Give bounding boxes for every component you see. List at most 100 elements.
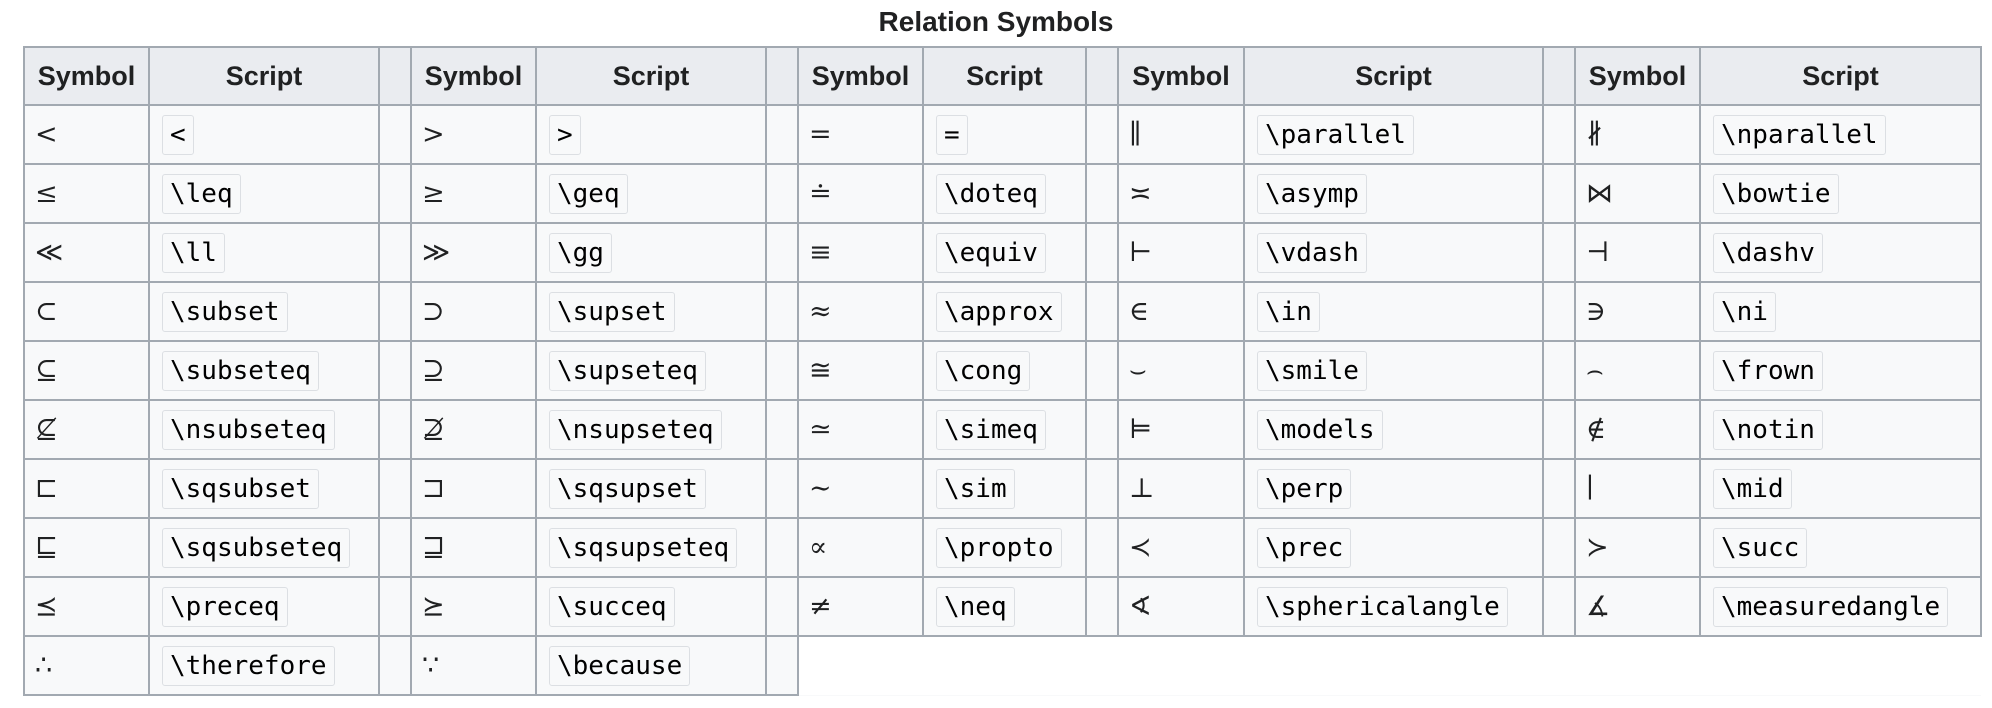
table-row: ≪\ll≫\gg≡\equiv⊢\vdash⊣\dashv	[23, 222, 1982, 283]
script-code: \approx	[936, 291, 1062, 332]
script-code: \nsubseteq	[162, 409, 335, 450]
script-cell: \prec	[1243, 517, 1544, 578]
script-code: \sqsubset	[162, 468, 319, 509]
script-cell: >	[535, 104, 767, 165]
script-cell: \ni	[1699, 281, 1982, 342]
column-separator	[765, 163, 799, 224]
script-cell: \supseteq	[535, 340, 767, 401]
column-separator	[1085, 163, 1119, 224]
column-separator	[1542, 104, 1576, 165]
symbol-cell: ⊆	[23, 340, 150, 401]
script-header: Script	[1699, 46, 1982, 106]
symbol-cell: ∣	[1574, 458, 1701, 519]
column-separator	[765, 399, 799, 460]
column-separator	[765, 46, 799, 106]
script-code: \leq	[162, 173, 241, 214]
script-cell: \geq	[535, 163, 767, 224]
column-separator	[1085, 399, 1119, 460]
script-code: >	[549, 114, 581, 155]
script-cell: \subseteq	[148, 340, 380, 401]
symbol-cell: ∴	[23, 635, 150, 696]
script-cell: <	[148, 104, 380, 165]
script-code: \nsupseteq	[549, 409, 722, 450]
script-cell: \notin	[1699, 399, 1982, 460]
script-code: \neq	[936, 586, 1015, 627]
script-code: \therefore	[162, 645, 335, 686]
table-row: ⊈\nsubseteq⊉\nsupseteq≃\simeq⊨\models∉\n…	[23, 399, 1982, 460]
script-code: \smile	[1257, 350, 1367, 391]
script-cell: \cong	[922, 340, 1087, 401]
symbol-header: Symbol	[410, 46, 537, 106]
script-code: \ni	[1713, 291, 1776, 332]
script-cell: \nsupseteq	[535, 399, 767, 460]
script-code: \propto	[936, 527, 1062, 568]
script-cell: \supset	[535, 281, 767, 342]
column-separator	[765, 222, 799, 283]
symbol-cell: ∝	[797, 517, 924, 578]
script-header: Script	[535, 46, 767, 106]
symbol-cell: ⊨	[1117, 399, 1245, 460]
script-code: \supset	[549, 291, 675, 332]
column-separator	[1542, 399, 1576, 460]
table-row: ⊆\subseteq⊇\supseteq≅\cong⌣\smile⌢\frown	[23, 340, 1982, 401]
script-cell: \models	[1243, 399, 1544, 460]
script-code: \parallel	[1257, 114, 1414, 155]
column-separator	[378, 399, 412, 460]
symbol-cell: ≺	[1117, 517, 1245, 578]
table-row: ⊂\subset⊃\supset≈\approx∈\in∋\ni	[23, 281, 1982, 342]
script-cell: =	[922, 104, 1087, 165]
column-separator	[378, 222, 412, 283]
script-cell: \ll	[148, 222, 380, 283]
column-separator	[765, 635, 799, 696]
script-code: \bowtie	[1713, 173, 1839, 214]
column-separator	[378, 340, 412, 401]
script-code: \mid	[1713, 468, 1792, 509]
script-code: \sqsupset	[549, 468, 706, 509]
column-separator	[378, 46, 412, 106]
script-code: \nparallel	[1713, 114, 1886, 155]
script-code: \dashv	[1713, 232, 1823, 273]
symbol-cell: ∡	[1574, 576, 1701, 637]
column-separator	[1085, 340, 1119, 401]
script-code: \sphericalangle	[1257, 586, 1508, 627]
script-code: \sqsupseteq	[549, 527, 738, 568]
script-code: \sim	[936, 468, 1015, 509]
script-cell: \measuredangle	[1699, 576, 1982, 637]
symbol-header: Symbol	[1574, 46, 1701, 106]
symbol-cell: ≫	[410, 222, 537, 283]
script-code: \supseteq	[549, 350, 706, 391]
symbol-cell: =	[797, 104, 924, 165]
script-code: \perp	[1257, 468, 1352, 509]
script-cell: \succeq	[535, 576, 767, 637]
column-separator	[1085, 517, 1119, 578]
column-separator	[1542, 46, 1576, 106]
symbol-cell: <	[23, 104, 150, 165]
symbol-cell: ⪰	[410, 576, 537, 637]
script-code: \vdash	[1257, 232, 1367, 273]
symbol-cell: ∉	[1574, 399, 1701, 460]
symbol-cell: ⊒	[410, 517, 537, 578]
script-cell: \because	[535, 635, 767, 696]
symbol-cell: ⊑	[23, 517, 150, 578]
table-row: <<>>==∥\parallel∦\nparallel	[23, 104, 1982, 165]
column-separator	[1085, 104, 1119, 165]
script-cell: \therefore	[148, 635, 380, 696]
script-cell: \sqsupset	[535, 458, 767, 519]
script-cell: \nparallel	[1699, 104, 1982, 165]
script-code: \subseteq	[162, 350, 319, 391]
script-cell: \equiv	[922, 222, 1087, 283]
script-code: =	[936, 114, 968, 155]
column-separator	[765, 104, 799, 165]
column-separator	[378, 281, 412, 342]
header-row: Symbol Script Symbol Script Symbol Scrip…	[23, 46, 1982, 106]
script-cell: \sqsupseteq	[535, 517, 767, 578]
symbol-cell: ∦	[1574, 104, 1701, 165]
column-separator	[1085, 576, 1119, 637]
symbol-cell: ⊥	[1117, 458, 1245, 519]
column-separator	[1085, 222, 1119, 283]
table-row: ⊑\sqsubseteq⊒\sqsupseteq∝\propto≺\prec≻\…	[23, 517, 1982, 578]
script-code: \equiv	[936, 232, 1046, 273]
symbol-cell: ⊉	[410, 399, 537, 460]
column-separator	[1542, 517, 1576, 578]
column-separator	[765, 517, 799, 578]
